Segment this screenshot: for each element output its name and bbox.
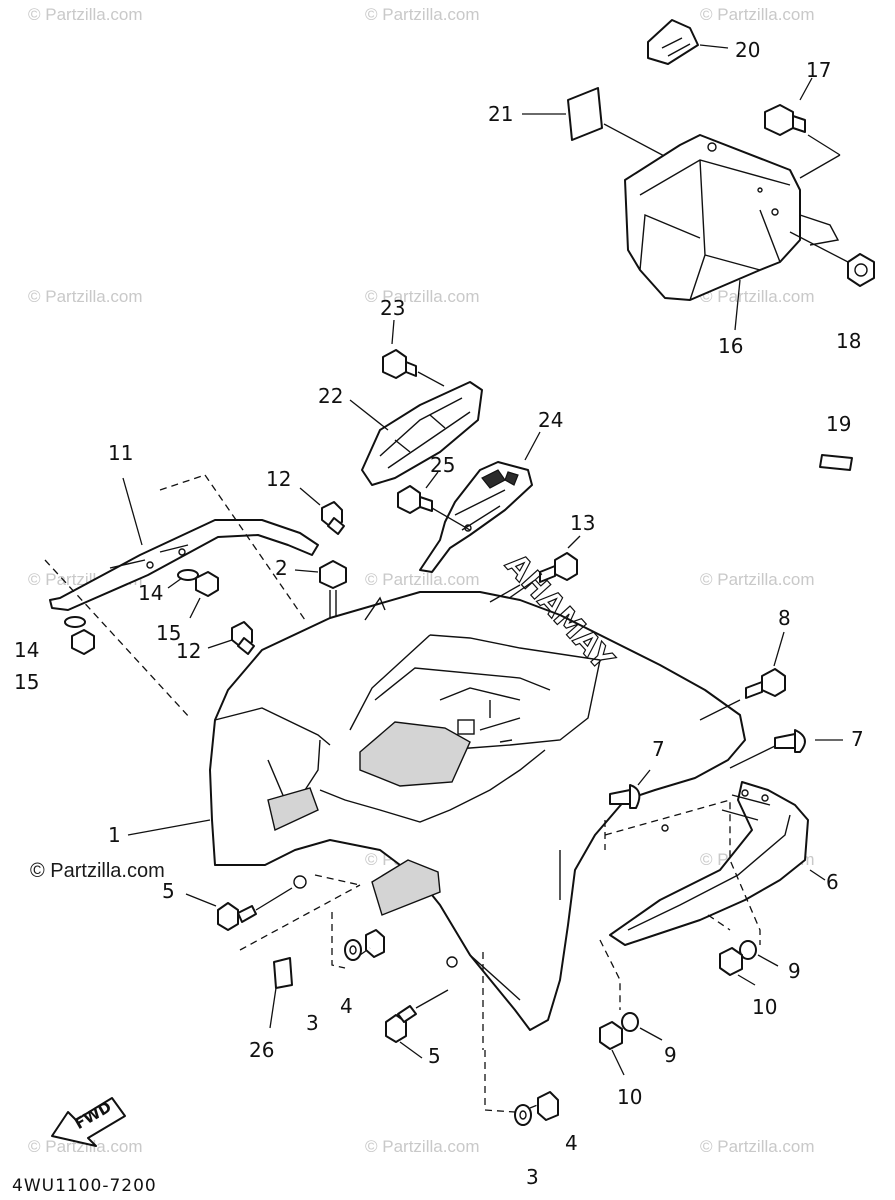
watermark: © Partzilla.com — [700, 570, 815, 589]
drawing-code: 4WU1100-7200 — [12, 1176, 157, 1196]
part-18-nut[interactable] — [789, 231, 875, 287]
watermark: © Partzilla.com — [365, 1137, 480, 1156]
part-17-bolt[interactable] — [764, 77, 841, 179]
callout-15[interactable]: 15 — [14, 670, 39, 694]
part-14-washer[interactable] — [64, 569, 199, 628]
callout-17[interactable]: 17 — [806, 58, 831, 82]
watermark: © Partzilla.com — [365, 287, 480, 306]
callout-12[interactable]: 12 — [266, 467, 291, 491]
watermark: © Partzilla.com — [28, 1137, 143, 1156]
watermark: © Partzilla.com — [365, 5, 480, 24]
part-25-bolt[interactable] — [397, 471, 471, 531]
part-23-bolt[interactable] — [382, 319, 445, 387]
watermark: © Partzilla.com — [700, 1137, 815, 1156]
part-3-washer[interactable] — [344, 939, 532, 1126]
part-21-label[interactable] — [522, 87, 669, 159]
watermark: © Partzilla.com — [28, 5, 143, 24]
callout-2[interactable]: 2 — [275, 556, 288, 580]
watermark: © Partzilla.com — [28, 287, 143, 306]
callout-15[interactable]: 15 — [156, 621, 181, 645]
part-11-rails[interactable] — [44, 474, 319, 719]
callout-22[interactable]: 22 — [318, 384, 343, 408]
callout-9[interactable]: 9 — [788, 959, 801, 983]
callout-5[interactable]: 5 — [428, 1044, 441, 1068]
callout-10[interactable]: 10 — [752, 995, 777, 1019]
part-12-bolt[interactable] — [207, 487, 345, 655]
watermark: © Partzilla.com — [365, 570, 480, 589]
callout-19[interactable]: 19 — [826, 412, 851, 436]
callout-20[interactable]: 20 — [735, 38, 760, 62]
callout-11[interactable]: 11 — [108, 441, 133, 465]
part-26-label[interactable] — [239, 874, 361, 1029]
part-5-bolt[interactable] — [185, 887, 449, 1059]
part-1-rear-fender[interactable]: YAMAHA — [127, 546, 746, 1031]
callout-16[interactable]: 16 — [718, 334, 743, 358]
callout-13[interactable]: 13 — [570, 511, 595, 535]
callout-6[interactable]: 6 — [826, 870, 839, 894]
part-22-plate[interactable] — [349, 381, 483, 486]
part-15-nut[interactable] — [71, 571, 219, 655]
part-16-cover[interactable] — [624, 134, 840, 331]
callout-14[interactable]: 14 — [138, 581, 163, 605]
watermark: © Partzilla.com — [700, 5, 815, 24]
part-24-bracket[interactable] — [419, 431, 541, 573]
part-20-clip[interactable] — [647, 19, 729, 65]
callout-14[interactable]: 14 — [14, 638, 39, 662]
callout-1[interactable]: 1 — [108, 823, 121, 847]
part-19-pad[interactable] — [819, 454, 853, 471]
part-10-nut[interactable] — [599, 914, 756, 1076]
callout-labels: 20 17 21 16 18 23 22 24 25 19 11 12 13 2… — [14, 38, 864, 1189]
watermark: © Partzilla.com — [700, 287, 815, 306]
callout-3[interactable]: 3 — [526, 1165, 539, 1189]
callout-4[interactable]: 4 — [340, 994, 353, 1018]
callout-21[interactable]: 21 — [488, 102, 513, 126]
callout-7[interactable]: 7 — [851, 727, 864, 751]
callout-26[interactable]: 26 — [249, 1038, 274, 1062]
callout-3[interactable]: 3 — [306, 1011, 319, 1035]
callout-18[interactable]: 18 — [836, 329, 861, 353]
part-9-washer[interactable] — [621, 940, 779, 1041]
callout-25[interactable]: 25 — [430, 453, 455, 477]
callout-4[interactable]: 4 — [565, 1131, 578, 1155]
part-7-screw[interactable] — [609, 729, 843, 809]
callout-12[interactable]: 12 — [176, 639, 201, 663]
callout-10[interactable]: 10 — [617, 1085, 642, 1109]
callout-9[interactable]: 9 — [664, 1043, 677, 1067]
callout-8[interactable]: 8 — [778, 606, 791, 630]
callout-5[interactable]: 5 — [162, 879, 175, 903]
part-8-bolt[interactable] — [699, 631, 786, 721]
part-13-bolt[interactable] — [494, 535, 581, 609]
watermark-main: © Partzilla.com — [30, 860, 165, 882]
part-4-nut[interactable] — [331, 912, 559, 1121]
callout-23[interactable]: 23 — [380, 296, 405, 320]
callout-7[interactable]: 7 — [652, 737, 665, 761]
callout-24[interactable]: 24 — [538, 408, 563, 432]
part-6-guard[interactable] — [604, 781, 826, 946]
